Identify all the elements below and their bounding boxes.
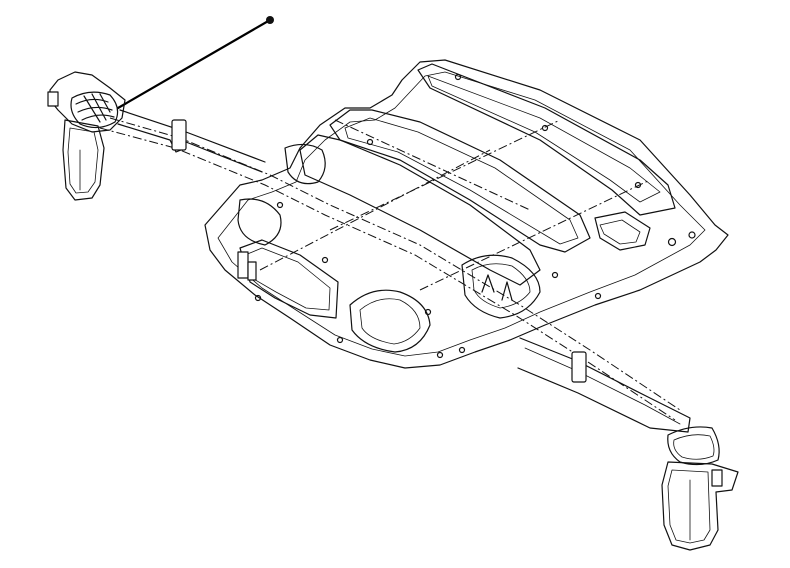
leader-line xyxy=(116,16,274,110)
left-upper-assembly xyxy=(47,71,266,201)
underbody-shield xyxy=(204,59,729,369)
alignment-lines xyxy=(99,117,681,421)
right-lower-assembly xyxy=(517,337,739,551)
